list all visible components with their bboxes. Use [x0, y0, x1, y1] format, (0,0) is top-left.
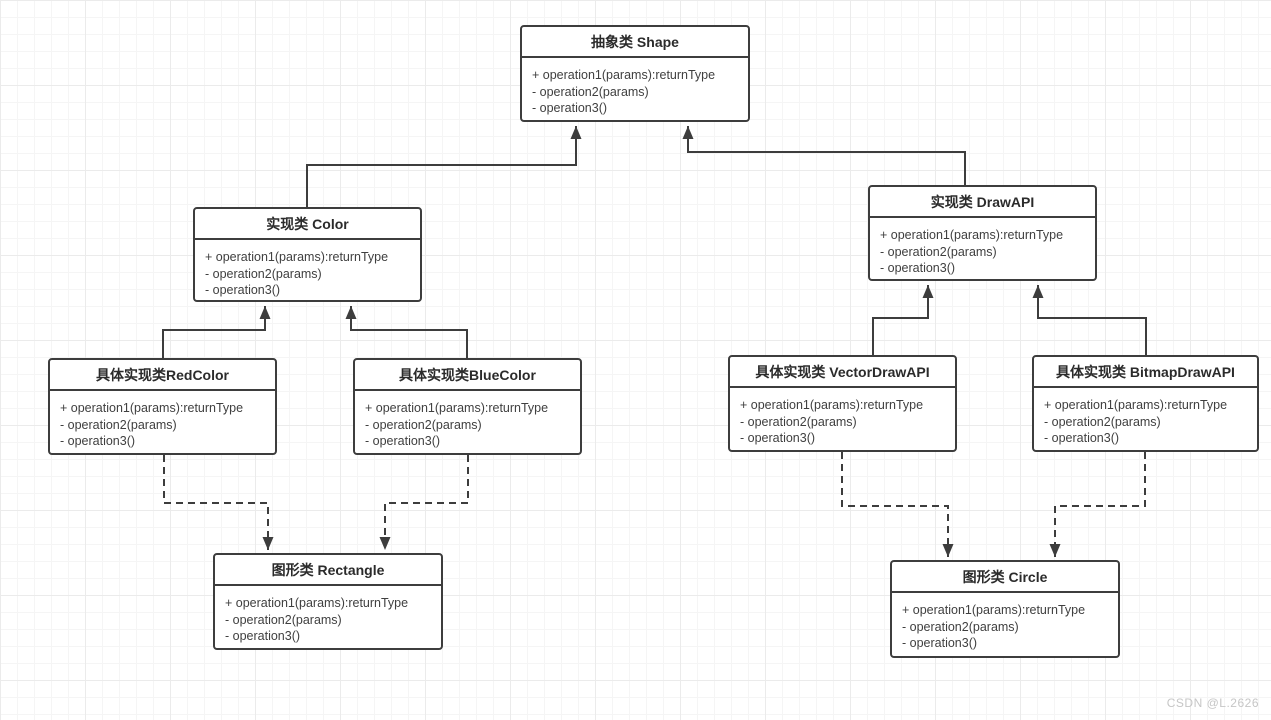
class-node-bitmapdrawapi: 具体实现类 BitmapDrawAPI + operation1(params)… — [1032, 355, 1259, 452]
member-operation1: + operation1(params):returnType — [365, 401, 549, 415]
member-operation1: + operation1(params):returnType — [60, 401, 244, 415]
class-node-shape: 抽象类 Shape + operation1(params):returnTyp… — [520, 25, 750, 122]
class-node-vectordrawapi: 具体实现类 VectorDrawAPI + operation1(params)… — [728, 355, 957, 452]
member-operation3: - operation3() — [205, 283, 281, 297]
member-operation3: - operation3() — [532, 101, 608, 115]
member-operation1: + operation1(params):returnType — [532, 68, 716, 82]
class-title: 抽象类 Shape — [522, 27, 748, 58]
member-operation1: + operation1(params):returnType — [902, 603, 1086, 617]
member-operation2: - operation2(params) — [880, 244, 997, 259]
class-node-drawapi: 实现类 DrawAPI + operation1(params):returnT… — [868, 185, 1097, 281]
class-node-circle: 图形类 Circle + operation1(params):returnTy… — [890, 560, 1120, 658]
class-members: + operation1(params):returnType - operat… — [870, 218, 1095, 283]
member-operation3: - operation3() — [902, 636, 978, 650]
member-operation2: - operation2(params) — [902, 619, 1019, 634]
member-operation3: - operation3() — [225, 629, 301, 643]
class-members: + operation1(params):returnType - operat… — [522, 58, 748, 123]
class-title: 实现类 Color — [195, 209, 420, 240]
class-node-bluecolor: 具体实现类BlueColor + operation1(params):retu… — [353, 358, 582, 455]
class-title: 具体实现类RedColor — [50, 360, 275, 391]
member-operation3: - operation3() — [365, 434, 441, 448]
class-members: + operation1(params):returnType - operat… — [50, 391, 275, 456]
edge-bitmapdrawapi-to-drawapi — [1032, 285, 1147, 355]
watermark: CSDN @L.2626 — [1166, 696, 1259, 710]
edge-bluecolor-to-rectangle — [379, 455, 469, 550]
class-title: 具体实现类 VectorDrawAPI — [730, 357, 955, 388]
class-title: 具体实现类BlueColor — [355, 360, 580, 391]
member-operation3: - operation3() — [740, 431, 816, 445]
member-operation3: - operation3() — [60, 434, 136, 448]
edge-drawapi-to-shape — [682, 126, 966, 185]
member-operation2: - operation2(params) — [365, 417, 482, 432]
member-operation3: - operation3() — [1044, 431, 1120, 445]
class-title: 图形类 Rectangle — [215, 555, 441, 586]
class-members: + operation1(params):returnType - operat… — [195, 240, 420, 305]
edge-bluecolor-to-color — [345, 306, 468, 358]
edge-vectordrawapi-to-drawapi — [872, 285, 934, 355]
member-operation2: - operation2(params) — [205, 266, 322, 281]
member-operation1: + operation1(params):returnType — [880, 228, 1064, 242]
class-node-rectangle: 图形类 Rectangle + operation1(params):retur… — [213, 553, 443, 650]
edge-redcolor-to-rectangle — [163, 455, 274, 550]
member-operation2: - operation2(params) — [225, 612, 342, 627]
class-members: + operation1(params):returnType - operat… — [730, 388, 955, 453]
member-operation2: - operation2(params) — [1044, 414, 1161, 429]
member-operation1: + operation1(params):returnType — [205, 250, 389, 264]
class-title: 具体实现类 BitmapDrawAPI — [1034, 357, 1257, 388]
member-operation2: - operation2(params) — [740, 414, 857, 429]
member-operation2: - operation2(params) — [532, 84, 649, 99]
class-members: + operation1(params):returnType - operat… — [892, 593, 1118, 658]
edge-vectordrawapi-to-circle — [841, 452, 954, 557]
class-members: + operation1(params):returnType - operat… — [355, 391, 580, 456]
class-node-color: 实现类 Color + operation1(params):returnTyp… — [193, 207, 422, 302]
class-members: + operation1(params):returnType - operat… — [1034, 388, 1257, 453]
class-members: + operation1(params):returnType - operat… — [215, 586, 441, 651]
member-operation1: + operation1(params):returnType — [1044, 398, 1228, 412]
member-operation2: - operation2(params) — [60, 417, 177, 432]
edge-color-to-shape — [306, 126, 582, 207]
edge-redcolor-to-color — [162, 306, 271, 358]
class-node-redcolor: 具体实现类RedColor + operation1(params):retur… — [48, 358, 277, 455]
member-operation1: + operation1(params):returnType — [225, 596, 409, 610]
edge-bitmapdrawapi-to-circle — [1049, 452, 1146, 557]
member-operation3: - operation3() — [880, 261, 956, 275]
member-operation1: + operation1(params):returnType — [740, 398, 924, 412]
class-title: 图形类 Circle — [892, 562, 1118, 593]
class-title: 实现类 DrawAPI — [870, 187, 1095, 218]
